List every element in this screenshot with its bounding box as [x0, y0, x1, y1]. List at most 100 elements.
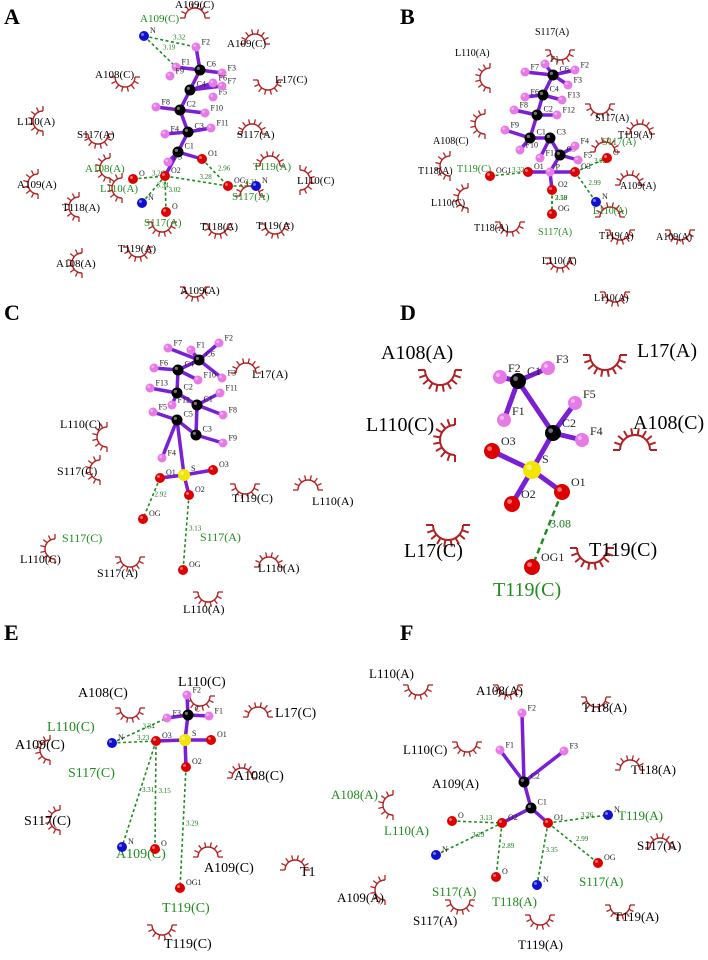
hydrophobic-contact-arc	[495, 221, 525, 237]
atom-f	[541, 361, 555, 375]
atom-highlight	[557, 487, 562, 492]
hydrophobic-contact-arc	[237, 119, 267, 135]
hydrogen-bond	[143, 35, 197, 48]
hbond-distance: 2.59	[555, 194, 568, 202]
atom-label: O	[139, 169, 145, 178]
atom-s	[178, 469, 190, 481]
atom-label: C6	[207, 60, 216, 69]
residue-label: L17(C)	[275, 706, 317, 721]
residue-label: A109(C)	[227, 38, 266, 50]
atom-highlight	[570, 398, 576, 403]
hydrophobic-contact-arc	[378, 790, 394, 820]
atom-highlight	[164, 715, 167, 719]
atom-label: F3	[556, 352, 569, 366]
atom-highlight	[502, 127, 505, 130]
atom-highlight	[165, 159, 168, 162]
atom-highlight	[141, 33, 144, 36]
hbond-residue-label: A108(A)	[331, 787, 378, 802]
atom-highlight	[487, 173, 490, 176]
atom-highlight	[499, 415, 504, 420]
atom-highlight	[527, 804, 531, 808]
hbond-distance: 3.08	[550, 517, 571, 531]
atom-label: N	[602, 192, 608, 201]
hydrophobic-contact-arc	[605, 229, 635, 245]
atom-label: S	[542, 452, 549, 466]
atom-highlight	[193, 401, 198, 405]
atom-f	[570, 65, 580, 75]
atom-highlight	[152, 846, 155, 849]
atom-label: N	[118, 733, 124, 742]
residue-label: A109(A)	[620, 181, 656, 192]
atom-n	[532, 880, 542, 890]
atom-f	[218, 410, 228, 420]
covalent-bond	[520, 711, 526, 784]
hbond-distance: 3.29	[472, 831, 485, 839]
hbond-distance: 3.19	[163, 44, 176, 52]
residue-label: T119(A)	[614, 909, 659, 924]
residue-label: L110(A)	[455, 48, 490, 59]
hbond-residue-label: L110(C)	[47, 720, 95, 735]
atom-n	[139, 31, 149, 41]
atom-label: F2	[528, 704, 536, 713]
atom-label: O	[613, 148, 619, 157]
panel-label: F	[400, 620, 413, 645]
atom-highlight	[173, 416, 178, 420]
atom-f	[557, 95, 567, 105]
atom-label: F9	[176, 67, 184, 76]
atom-highlight	[210, 80, 213, 83]
covalent-bond	[515, 378, 556, 436]
hydrogen-bond	[154, 740, 157, 850]
atom-label: F2	[225, 334, 233, 343]
atom-c	[184, 84, 196, 96]
residue-label: S117(A)	[595, 113, 629, 124]
atom-label: S	[191, 464, 195, 473]
hydrophobic-contact-arc	[115, 707, 145, 723]
hydrophobic-contact-arc	[613, 428, 657, 451]
residue-label: S117(A)	[237, 129, 275, 141]
atom-highlight	[184, 128, 189, 133]
hydrophobic-contact-arc	[418, 369, 462, 392]
atom-label: F1	[197, 341, 205, 350]
atom-f	[517, 708, 527, 718]
atom-label: F2	[202, 38, 210, 47]
atom-f	[535, 153, 545, 163]
residue-label: A108(A)	[476, 683, 523, 698]
hydrophobic-contact-arc	[45, 805, 61, 835]
atom-label: F6	[160, 359, 168, 368]
hydrophobic-contact-arc	[254, 552, 284, 568]
residue-label: A109(C)	[204, 861, 254, 876]
atom-label: O1	[534, 162, 544, 171]
hbond-distance: 3.26	[152, 170, 165, 178]
atom-o	[447, 816, 457, 826]
residue-label: A109(A)	[180, 285, 220, 297]
atom-f	[186, 345, 196, 355]
atom-c	[191, 399, 203, 411]
hydrophobic-contact-arc	[253, 79, 283, 95]
atom-f	[520, 67, 530, 77]
hydrophobic-contact-arc	[115, 556, 145, 572]
residue-label: A109(A)	[17, 179, 57, 191]
atom-o	[150, 844, 160, 854]
atom-label: C2	[544, 105, 553, 114]
atom-f	[563, 80, 573, 90]
atom-highlight	[548, 428, 553, 433]
residue-label: A109(A)	[432, 776, 479, 791]
residue-label: T118(A)	[62, 202, 100, 214]
atom-label: F10	[211, 104, 223, 113]
hbond-distance: 3.28	[200, 173, 213, 181]
hydrophobic-contact-arc	[403, 684, 433, 700]
atom-o	[554, 484, 570, 500]
atom-o	[602, 153, 612, 163]
residue-label: S117(A)	[413, 913, 457, 928]
residue-label: L110(C)	[60, 417, 101, 431]
atom-o	[497, 818, 507, 828]
atom-o	[593, 858, 603, 868]
panel-label: A	[4, 4, 20, 29]
atom-highlight	[253, 183, 256, 186]
residue-label: L110(A)	[594, 293, 629, 304]
hydrophobic-contact-arc	[180, 286, 210, 302]
atom-highlight	[519, 710, 523, 714]
atom-f	[182, 690, 192, 700]
atom-f	[165, 71, 175, 81]
atom-label: F7	[228, 77, 236, 86]
